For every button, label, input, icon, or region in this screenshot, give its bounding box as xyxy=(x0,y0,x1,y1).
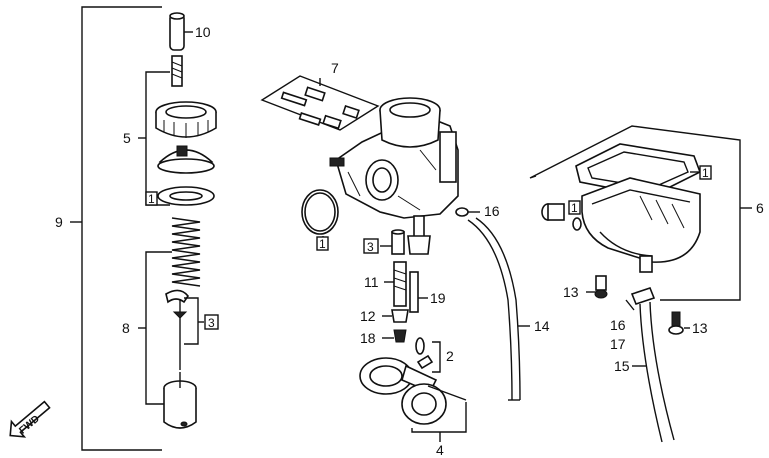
callout-7: 7 xyxy=(331,60,339,76)
part-carburetor-body xyxy=(329,97,459,255)
boxed-ref-3-left: 3 xyxy=(204,314,219,330)
part-top-cap xyxy=(157,145,215,174)
callout-8: 8 xyxy=(122,320,130,336)
part-hose-clip-upper xyxy=(455,207,480,217)
part-overflow-hose xyxy=(467,217,530,401)
callout-6: 6 xyxy=(756,200,764,216)
boxed-ref-1-left: 1 xyxy=(145,191,158,206)
part-drain-screw-right xyxy=(668,311,690,335)
part-chamber-gasket xyxy=(575,143,702,197)
part-o-ring xyxy=(301,189,339,244)
svg-text:3: 3 xyxy=(208,316,215,330)
part-jet-needle xyxy=(165,289,189,370)
part-gasket-left xyxy=(157,186,215,206)
callout-19: 19 xyxy=(430,290,446,306)
callout-5: 5 xyxy=(123,130,131,146)
part-floats xyxy=(359,357,467,442)
part-float-pin xyxy=(415,337,441,373)
part-chamber-screw xyxy=(541,203,582,231)
part-drain-screw-left xyxy=(586,275,608,299)
bracket-5 xyxy=(138,71,170,206)
bracket-8 xyxy=(138,251,172,405)
part-needle-cap xyxy=(169,12,193,51)
svg-text:1: 1 xyxy=(571,201,578,215)
svg-text:1: 1 xyxy=(319,237,326,251)
callout-10: 10 xyxy=(195,24,211,40)
callout-9: 9 xyxy=(55,214,63,230)
callout-13-left: 13 xyxy=(563,284,579,300)
svg-text:3: 3 xyxy=(367,240,374,254)
callout-16-lower: 16 xyxy=(610,317,626,333)
callout-13-right: 13 xyxy=(692,320,708,336)
callout-2: 2 xyxy=(446,348,454,364)
svg-text:1: 1 xyxy=(148,192,155,206)
boxed-ref-1-screw: 1 xyxy=(568,200,581,215)
bracket-9 xyxy=(70,6,162,451)
callout-4: 4 xyxy=(436,442,444,458)
callout-18: 18 xyxy=(360,330,376,346)
part-slow-jet xyxy=(409,271,428,313)
fwd-arrow-icon xyxy=(9,400,51,438)
callout-14: 14 xyxy=(534,318,550,334)
part-drain-tube xyxy=(632,301,675,443)
callout-11: 11 xyxy=(364,274,379,290)
part-jet-12 xyxy=(382,309,409,323)
callout-15: 15 xyxy=(614,358,630,374)
callout-16-upper: 16 xyxy=(484,203,500,219)
part-throttle-slide xyxy=(163,372,197,429)
part-top-nut xyxy=(155,101,217,138)
part-hose-clip-lower xyxy=(625,287,656,311)
boxed-ref-1-oring: 1 xyxy=(316,236,329,251)
svg-text:1: 1 xyxy=(702,166,709,180)
part-needle-jet-holder xyxy=(380,229,405,255)
part-cable-screw xyxy=(171,55,183,87)
part-float-chamber xyxy=(581,177,701,273)
bracket-6 xyxy=(529,125,752,301)
boxed-ref-3-center: 3 xyxy=(363,238,379,254)
part-throttle-spring xyxy=(171,217,201,287)
part-jet-18 xyxy=(382,329,407,343)
part-main-jet xyxy=(384,261,407,307)
part-screw-kit xyxy=(260,75,380,131)
callout-17: 17 xyxy=(610,336,626,352)
bracket-3-left xyxy=(184,297,204,345)
boxed-ref-1-gasket: 1 xyxy=(699,165,712,180)
callout-12: 12 xyxy=(360,308,376,324)
